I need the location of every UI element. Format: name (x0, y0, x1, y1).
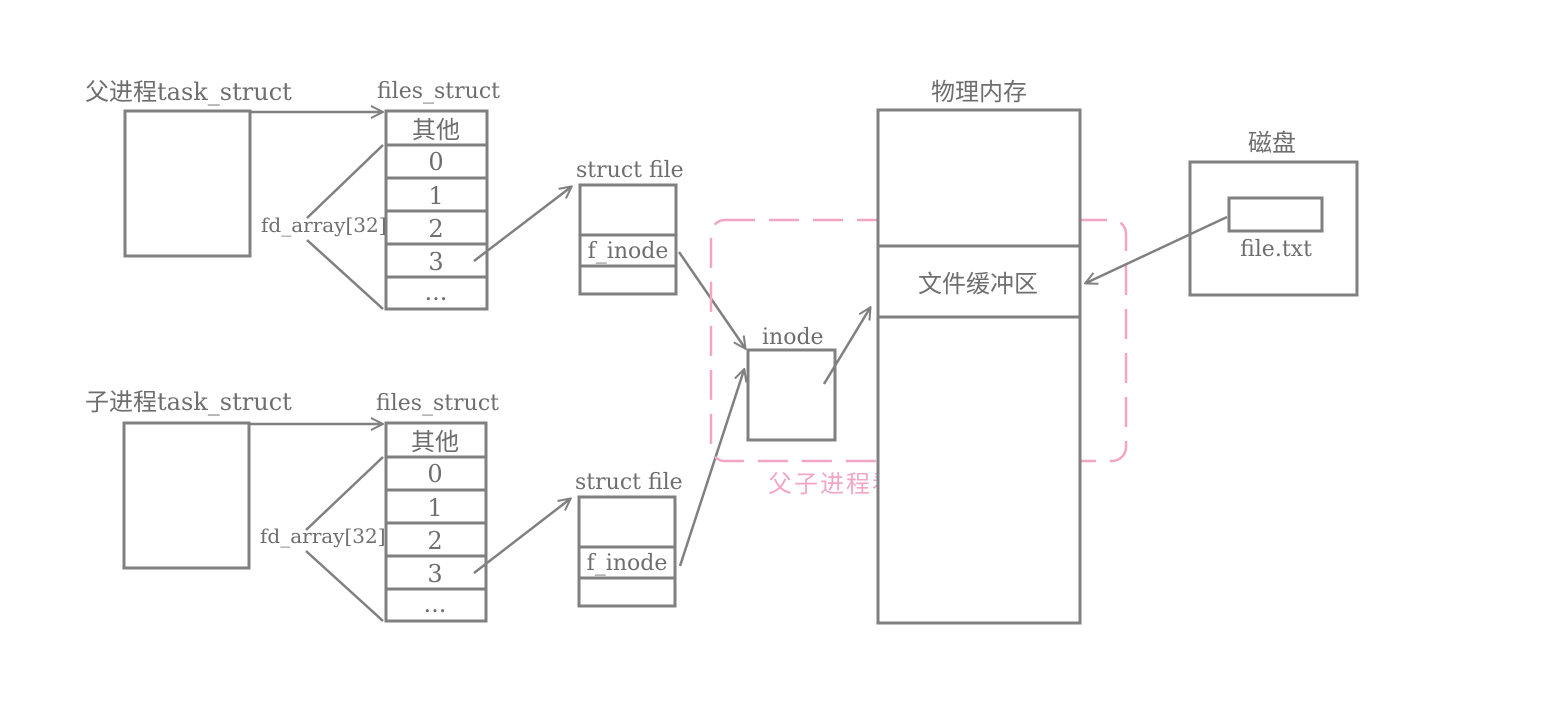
child-task-struct-box (122, 421, 251, 570)
disk-file-label: file.txt (1240, 237, 1312, 262)
disk-box: file.txt (1188, 160, 1359, 297)
disk-title: 磁盘 (1248, 129, 1296, 157)
parent-files-struct-label: files_struct (377, 79, 500, 104)
parent-struct-file-label: struct file (576, 158, 684, 183)
child-cell-3: 3 (427, 560, 442, 588)
child-files-struct-label: files_struct (376, 391, 499, 416)
child-cell-other: 其他 (411, 428, 459, 456)
disk-to-buffer-arrow (1086, 215, 1228, 283)
child-files-struct-table: 其他 0 1 2 3 ... (384, 421, 488, 623)
child-fd-bracket-bottom (305, 550, 384, 622)
parent-f-inode-label: f_inode (588, 239, 669, 264)
inode-box (746, 348, 837, 442)
child-f-inode-label: f_inode (587, 551, 668, 576)
parent-task-struct-box (123, 109, 252, 258)
parent-files-struct-table: 其他 0 1 2 3 ... (384, 109, 489, 311)
child-fd3-to-file-arrow (473, 499, 570, 574)
parent-cell-3: 3 (428, 248, 443, 276)
child-fd-bracket-top (305, 456, 384, 531)
parent-fd-bracket-bottom (306, 239, 384, 310)
physical-memory-title: 物理内存 (931, 78, 1027, 106)
child-cell-0: 0 (427, 460, 442, 488)
child-cell-1: 1 (427, 494, 442, 522)
inode-to-buffer-arrow (822, 308, 870, 385)
child-struct-file-label: struct file (575, 470, 683, 495)
parent-cell-1: 1 (428, 182, 443, 210)
parent-cell-other: 其他 (412, 116, 460, 144)
parent-process-group: 父进程task_struct files_struct 其他 0 1 2 3 .… (85, 78, 745, 348)
parent-cell-2: 2 (428, 215, 443, 243)
child-cell-2: 2 (427, 527, 442, 555)
parent-cell-more: ... (425, 278, 448, 306)
child-cell-more: ... (424, 590, 447, 618)
parent-fd3-to-file-arrow (473, 187, 571, 262)
parent-task-struct-label: 父进程task_struct (85, 78, 292, 106)
child-process-group: 子进程task_struct files_struct 其他 0 1 2 3 .… (85, 370, 744, 623)
inode-label: inode (762, 325, 824, 350)
parent-fd-bracket-top (306, 144, 384, 219)
file-buffer-label: 文件缓冲区 (918, 270, 1038, 298)
child-struct-file-box: f_inode (577, 495, 677, 608)
child-fd-array-label: fd_array[32] (260, 524, 386, 548)
parent-struct-file-box: f_inode (578, 183, 678, 296)
disk-file-block (1227, 196, 1324, 233)
physical-memory-box: 文件缓冲区 (876, 108, 1082, 625)
child-inode-arrow (678, 370, 744, 567)
parent-fd-array-label: fd_array[32] (261, 213, 387, 237)
child-task-struct-label: 子进程task_struct (85, 388, 292, 416)
parent-cell-0: 0 (428, 148, 443, 176)
